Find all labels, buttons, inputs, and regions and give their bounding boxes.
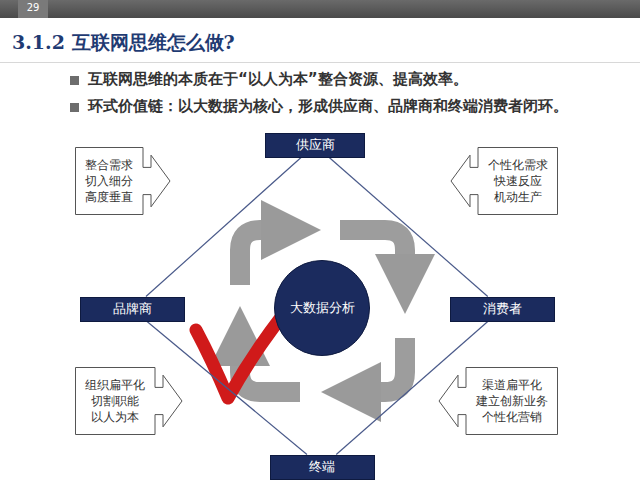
bullet-square <box>70 103 79 112</box>
page-number: 29 <box>20 2 46 13</box>
node-text: 品牌商 <box>113 300 152 318</box>
node-text: 供应商 <box>296 136 335 154</box>
arrow-callout: 渠道扁平化 建立创新业务 个性化营销 <box>438 367 558 435</box>
callout-arrow-shape <box>451 148 558 215</box>
entity-box: 供应商 <box>265 133 365 158</box>
callout-arrow-shape <box>76 368 183 435</box>
entity-box: 终端 <box>270 455 375 480</box>
top-bar <box>0 0 640 18</box>
bullet-text: 互联网思维的本质在于“以人为本”整合资源、提高效率。 <box>88 70 468 89</box>
node-text: 终端 <box>309 458 335 476</box>
callout-text: 整合需求 切入细分 高度垂直 <box>84 157 134 206</box>
entity-box: 品牌商 <box>80 297 185 322</box>
arrow-callout: 个性化需求 快速反应 机动生产 <box>450 147 558 215</box>
slide-title: 3.1.2 互联网思维怎么做? <box>12 30 235 56</box>
callout-text: 渠道扁平化 建立创新业务 个性化营销 <box>475 377 549 426</box>
node-text: 大数据分析 <box>290 299 355 317</box>
bullet-square <box>70 76 79 85</box>
bullet-text: 环式价值链：以大数据为核心，形成供应商、品牌商和终端消费者闭环。 <box>88 97 568 116</box>
cycle-arrow <box>357 338 405 392</box>
callout-arrow-shape <box>76 148 171 215</box>
title-rule <box>0 62 640 63</box>
callout-text: 个性化需求 快速反应 机动生产 <box>487 157 549 206</box>
arrow-callout: 整合需求 切入细分 高度垂直 <box>75 147 171 215</box>
cycle-arrows <box>240 230 405 392</box>
callout-text: 组织扁平化 切割职能 以人为本 <box>84 377 146 426</box>
entity-box: 消费者 <box>450 297 555 322</box>
cycle-arrow <box>240 230 285 285</box>
center-circle: 大数据分析 <box>274 260 370 356</box>
diamond-connector <box>146 158 301 297</box>
arrow-callout: 组织扁平化 切割职能 以人为本 <box>75 367 183 435</box>
callout-arrow-shape <box>439 368 558 435</box>
node-text: 消费者 <box>483 300 522 318</box>
